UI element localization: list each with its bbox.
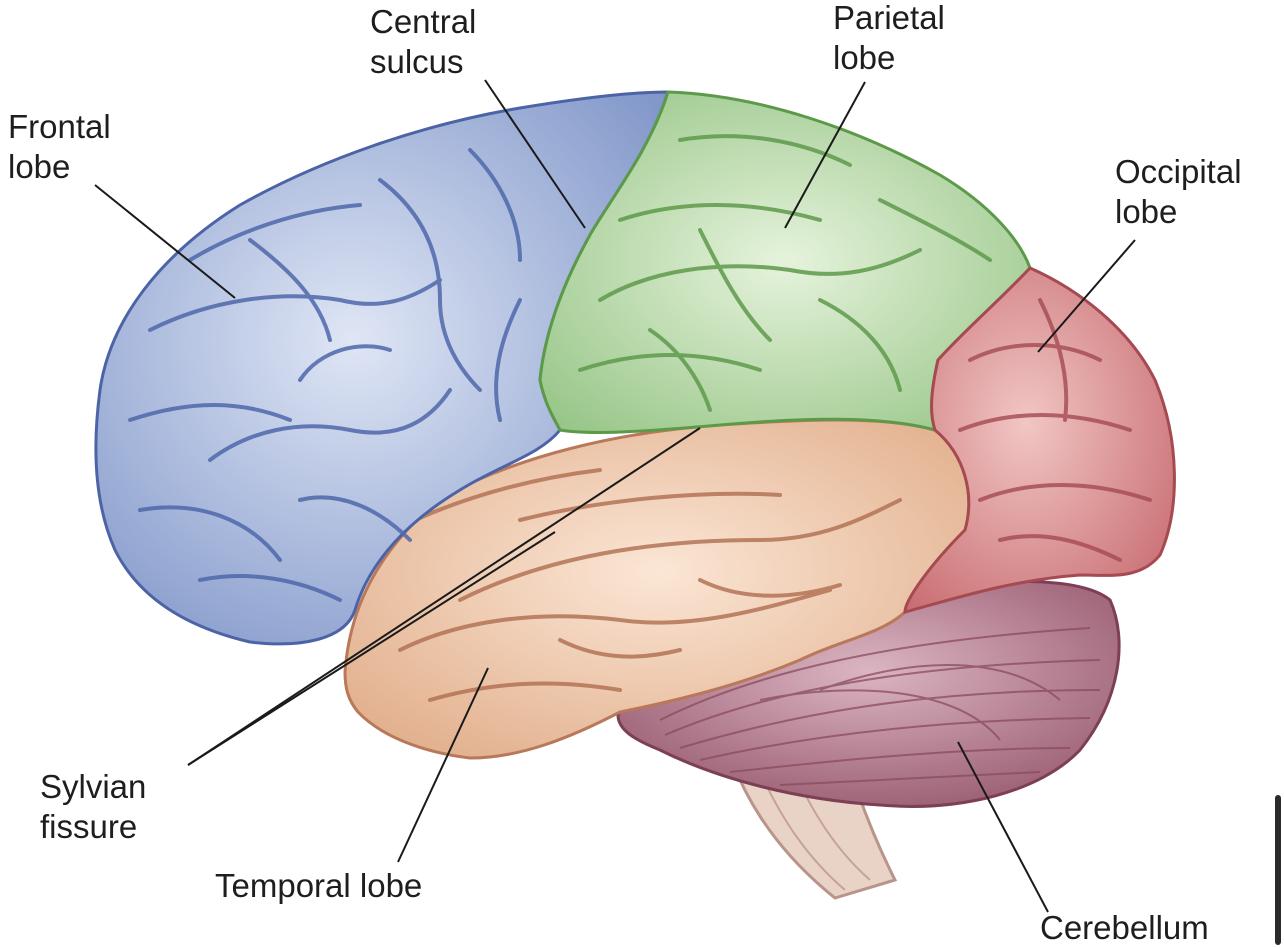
parietal-lobe-label-line-1: Parietal (833, 0, 945, 36)
sylvian-fissure-leader-1 (187, 531, 556, 766)
parietal-lobe-label-line-2: lobe (833, 39, 896, 76)
parietal-lobe-region (538, 90, 1032, 434)
sylvian-fissure-label: Sylvian fissure (40, 767, 146, 847)
sylvian-fissure-leader-2 (187, 427, 701, 766)
central-sulcus-leader (484, 79, 586, 229)
central-sulcus-label-line-1: Central (370, 3, 477, 40)
cerebellum-label: Cerebellum (1040, 908, 1209, 948)
cerebellum-label-text: Cerebellum (1040, 909, 1209, 946)
parietal-lobe-leader (784, 81, 866, 229)
occipital-lobe-leader (1037, 239, 1136, 353)
scrollbar-thumb[interactable] (1275, 795, 1281, 945)
frontal-lobe-label-line-2: lobe (8, 148, 71, 185)
occipital-lobe-label: Occipital lobe (1115, 152, 1242, 232)
frontal-lobe-leader (94, 184, 236, 299)
occipital-lobe-region (903, 266, 1176, 614)
central-sulcus-label-line-2: sulcus (370, 43, 464, 80)
parietal-lobe-label: Parietal lobe (833, 0, 945, 78)
cerebellum-leader (957, 741, 1049, 913)
sylvian-fissure-label-line-2: fissure (40, 808, 138, 845)
occipital-lobe-label-line-1: Occipital (1115, 153, 1242, 190)
temporal-lobe-label: Temporal lobe (215, 866, 422, 906)
sylvian-fissure-label-line-1: Sylvian (40, 768, 147, 805)
central-sulcus-label: Central sulcus (370, 2, 476, 82)
occipital-lobe-label-line-2: lobe (1115, 193, 1178, 230)
temporal-lobe-label-text: Temporal lobe (215, 867, 423, 904)
frontal-lobe-label: Frontal lobe (8, 107, 111, 187)
leader-lines (94, 79, 1136, 913)
frontal-lobe-label-line-1: Frontal (8, 108, 111, 145)
temporal-lobe-leader (397, 667, 489, 863)
